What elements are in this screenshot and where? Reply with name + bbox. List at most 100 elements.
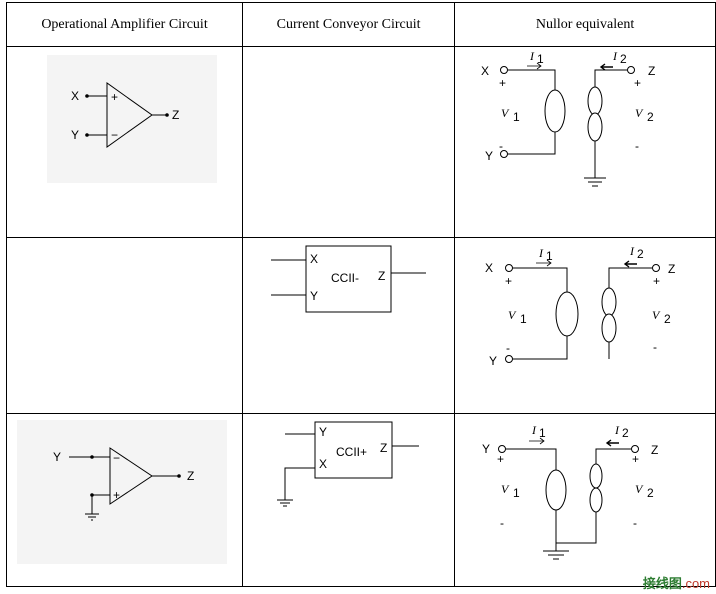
table-row: X Y Z + − X + Y - I 1 V (5, 46, 716, 238)
terminal-x-label: X (481, 64, 489, 78)
current-i1-label: I (531, 423, 537, 437)
header-current-conveyor: Current Conveyor Circuit (242, 2, 456, 47)
current-i2-label: I (629, 244, 635, 258)
terminal-y-label: Y (489, 354, 497, 368)
current-i2-subscript: 2 (620, 52, 627, 66)
watermark-cn-text: 接线图 (642, 576, 682, 591)
cc-input-x-label: X (319, 457, 327, 471)
diagram-background (17, 420, 227, 564)
terminal-circle (505, 355, 514, 363)
terminal-circle (627, 66, 636, 74)
current-conveyor-diagram: Y X CCII + Z (277, 421, 420, 507)
header-row: Operational Amplifier Circuit Current Co… (5, 2, 716, 47)
current-i2-subscript: 2 (637, 247, 644, 261)
terminal-circle (498, 445, 507, 453)
opamp-plus-sign: + (111, 90, 118, 104)
cc-block-label: CCII- (331, 271, 359, 285)
terminal-dot (90, 455, 94, 459)
plus-sign: + (653, 274, 660, 288)
current-conveyor-diagram: X Y CCII- Z (271, 245, 427, 313)
ground-icon (85, 513, 99, 521)
terminal-y-label: Y (482, 442, 490, 456)
plus-sign: + (634, 76, 641, 90)
wire (506, 448, 557, 470)
voltage-v2-subscript: 2 (647, 110, 654, 124)
terminal-circle (505, 264, 514, 272)
opamp-diagram: Y Z − + (17, 420, 227, 564)
wire (508, 132, 556, 155)
terminal-z-label: Z (651, 443, 658, 457)
opamp-input-y-label: Y (53, 450, 61, 464)
table-row: Y Z − + Y X CCII + Z Y (5, 413, 716, 587)
row2-opamp-cell (5, 237, 244, 414)
opamp-triangle (109, 447, 153, 505)
table-row: X Y CCII- Z X + Y - I 1 V 1 (5, 237, 716, 414)
arrow-right-icon (527, 62, 542, 70)
cc-input-y-label: Y (310, 289, 318, 303)
row2-current-conveyor-cell: X Y CCII- Z (242, 237, 456, 414)
opamp-minus-sign: − (111, 128, 118, 142)
arrow-left-icon (599, 63, 614, 71)
terminal-circle (652, 264, 661, 272)
cc-input-x-label: X (310, 252, 318, 266)
wire (595, 448, 632, 464)
wire (508, 69, 556, 91)
voltage-v2-label: V (652, 308, 661, 322)
norator-lower-ellipse (589, 487, 603, 513)
row3-current-conveyor-cell: Y X CCII + Z (242, 413, 456, 587)
terminal-z-label: Z (648, 64, 655, 78)
wire (513, 336, 568, 360)
terminal-circle (631, 445, 640, 453)
voltage-v1-subscript: 1 (513, 110, 520, 124)
wire (556, 512, 597, 544)
minus-sign: - (633, 516, 637, 530)
arrow-left-icon (623, 260, 638, 268)
minus-sign: - (653, 340, 657, 354)
terminal-circle (500, 66, 509, 74)
cc-block-label-suffix: + (360, 445, 367, 459)
current-i1-subscript: 1 (546, 249, 553, 263)
current-i1-subscript: 1 (537, 52, 544, 66)
plus-sign: + (632, 452, 639, 466)
voltage-v2-label: V (635, 106, 644, 120)
opamp-input-x-label: X (71, 89, 79, 103)
opamp-minus-sign: − (113, 451, 120, 465)
opamp-diagram: X Y Z + − (47, 55, 217, 183)
ccii-block (314, 421, 393, 479)
row2-nullor-cell: X + Y - I 1 V 1 I 2 (454, 237, 716, 414)
row1-opamp-cell: X Y Z + − (5, 46, 244, 238)
row1-current-conveyor-cell (242, 46, 456, 238)
opamp-output-z-label: Z (187, 469, 194, 483)
nullor-diagram: X + Y - I 1 V 1 I 2 (481, 49, 655, 187)
minus-sign: - (635, 139, 639, 153)
nullator-ellipse (555, 291, 579, 337)
norator-lower-ellipse (587, 112, 603, 142)
cc-input-y-label: Y (319, 425, 327, 439)
current-i2-label: I (612, 49, 618, 63)
voltage-v1-label: V (508, 308, 517, 322)
minus-sign: - (499, 139, 503, 153)
opamp-plus-sign: + (113, 488, 120, 502)
header-opamp: Operational Amplifier Circuit (5, 2, 244, 47)
norator-upper-ellipse (589, 463, 603, 489)
watermark-domain-text: .com (681, 576, 710, 591)
opamp-input-y-label: Y (71, 128, 79, 142)
ccii-block (305, 245, 392, 313)
wire (608, 267, 653, 288)
ground-icon (277, 499, 294, 507)
arrow-right-icon (529, 437, 545, 445)
terminal-dot (85, 94, 89, 98)
current-i2-subscript: 2 (622, 426, 629, 440)
plus-sign: + (505, 274, 512, 288)
norator-lower-ellipse (601, 313, 617, 343)
terminal-dot (177, 474, 181, 478)
nullator-ellipse (545, 469, 567, 511)
terminal-y-label: Y (485, 149, 493, 163)
cc-block-label: CCII (336, 445, 360, 459)
voltage-v1-subscript: 1 (513, 486, 520, 500)
current-i2-label: I (614, 423, 620, 437)
terminal-dot (165, 113, 169, 117)
wire (284, 467, 316, 500)
terminal-circle (500, 150, 509, 158)
norator-upper-ellipse (587, 86, 603, 116)
